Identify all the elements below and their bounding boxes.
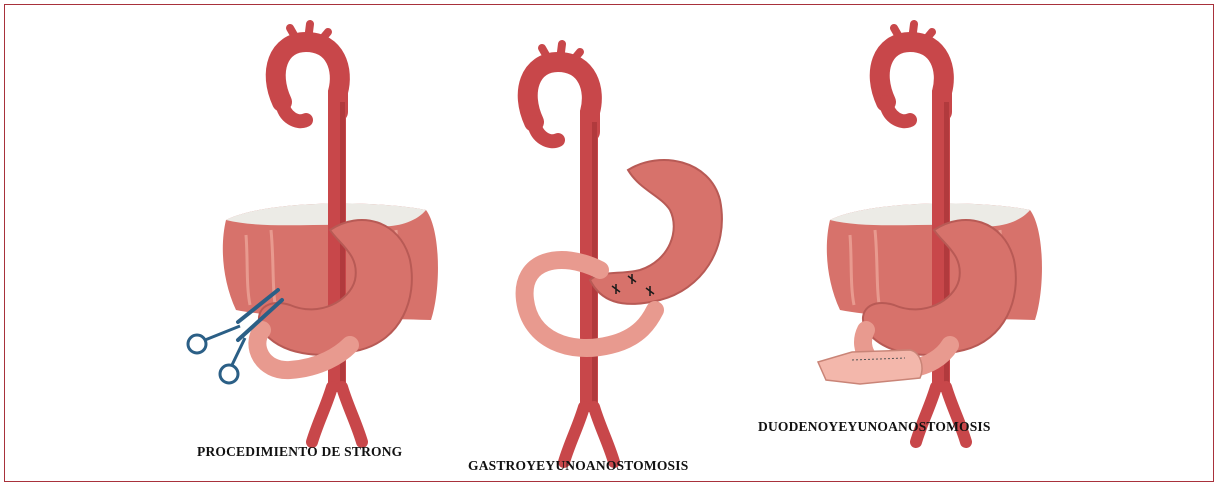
panel-strong — [188, 24, 438, 442]
panel-duodeno — [818, 24, 1042, 442]
anastomosis-segment-icon — [818, 350, 922, 384]
panel-gastro — [525, 44, 722, 462]
caption-strong-procedure: PROCEDIMIENTO DE STRONG — [197, 444, 402, 460]
caption-gastrojejunostomy: GASTROYEYUNOANOSTOMOSIS — [468, 458, 688, 474]
caption-duodenojejunostomy: DUODENOYEYUNOANOSTOMOSIS — [758, 419, 991, 435]
stomach-icon — [590, 160, 722, 304]
